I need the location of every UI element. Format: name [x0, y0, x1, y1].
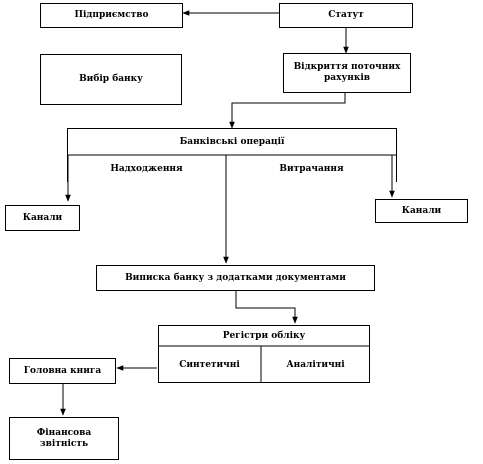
- node-vypyska: Виписка банку з додатками документами: [96, 265, 375, 291]
- node-reiestry: [158, 325, 370, 383]
- label-bankivski-operatsii: Банківські операції: [179, 136, 285, 147]
- node-statut: Статут: [279, 3, 413, 28]
- label-reiestry: Регістри обліку: [222, 330, 306, 341]
- node-pidpryiemstvo: Підприємство: [40, 3, 183, 28]
- node-vidkryttia: Відкриття поточних рахунків: [283, 53, 411, 93]
- node-finansova-zvitnist: Фінансова звітність: [9, 417, 119, 460]
- label-analitychni: Аналітичні: [286, 359, 345, 370]
- label-vytrachannia: Витрачання: [279, 163, 344, 174]
- arrow-vidkryttia-to-operations: [229, 93, 346, 129]
- node-bankivski-operatsii: [67, 128, 397, 182]
- node-holovna-knyha: Головна книга: [9, 358, 116, 384]
- label-nadkhodzhennia: Надходження: [110, 163, 183, 174]
- node-kanaly-right: Канали: [375, 199, 468, 223]
- arrow-vypyska-to-reiestry: [235, 291, 298, 324]
- label-syntetychni: Синтетичні: [179, 359, 240, 370]
- node-vybir-banku: Вибір банку: [40, 54, 182, 105]
- node-kanaly-left: Канали: [5, 205, 80, 231]
